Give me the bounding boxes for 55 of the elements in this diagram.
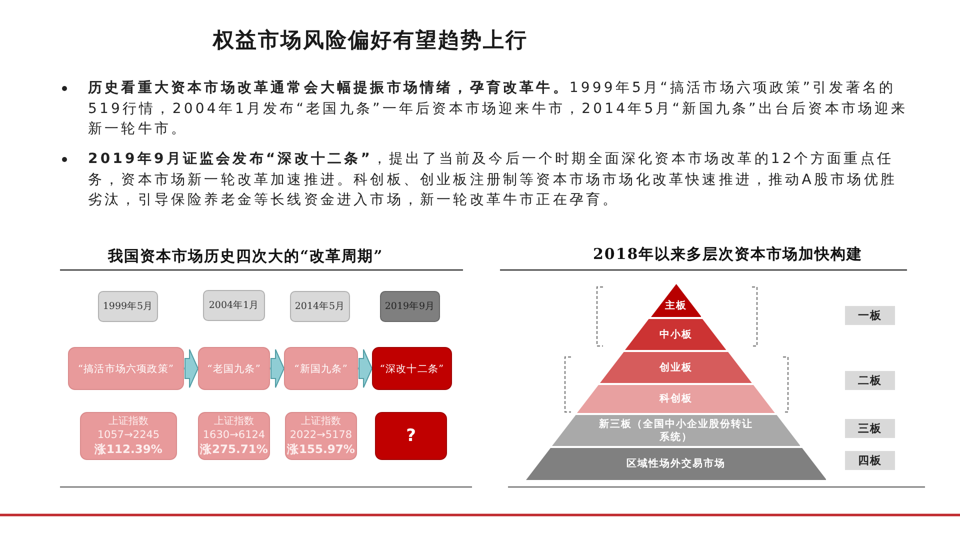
date-card: [380, 291, 440, 322]
date-text: 2004年1月: [208, 299, 260, 312]
bullet-text: 2019年9月证监会发布“深改十二条”，提出了当前及今后一个时期全面深化资本市场改革的12个方面重点任务，资本市场新一轮改革加速推进。科创板、创业板注册制等资本市场市场化改革快速推进，推动A股市场优胜劣汰，引导保险养老金等长线资金进入市场，新一轮改革牛市正在孕育。: [88, 150, 898, 210]
date-card: [290, 291, 350, 322]
date-text: 2019年9月: [384, 300, 436, 313]
pyramid-tier: [600, 352, 752, 383]
bullet-text: 历史看重大资本市场改革通常会大幅提振市场情绪，孕育改革牛。1999年5月“搞活市场六项政策”引发著名的519行情，2004年1月发布“老国九条”一年后资本市场迎来牛市，2014年5月“新国九条”出台后资本市场迎来新一轮牛市。: [88, 78, 909, 139]
policy-card: [198, 347, 270, 390]
date-text: 2014年5月: [294, 300, 346, 313]
tier-label: 科创板: [659, 392, 692, 406]
tier-label: 创业板: [659, 361, 692, 374]
policy-card: [68, 347, 184, 390]
policy-name: “搞活市场六项政策”: [78, 362, 174, 376]
board-label: 二板: [858, 373, 882, 388]
board-tag: [845, 419, 895, 438]
board-label: 一板: [858, 308, 882, 323]
index-range: 1057→2245: [97, 428, 160, 442]
board-label: 四板: [858, 453, 882, 468]
tier-label: 区域性场外交易市场: [626, 458, 726, 470]
tier-label: 主板: [664, 300, 687, 313]
chart-title: 我国资本市场历史四次大的“改革周期”: [108, 247, 384, 266]
index-name: 上证指数: [108, 415, 148, 428]
chart-title: 2018年以来多层次资本市场加快构建: [593, 245, 863, 264]
pyramid-tier: [650, 284, 702, 317]
board-tag: [845, 371, 895, 390]
question-mark: ?: [406, 426, 416, 446]
policy-card: [284, 347, 358, 390]
pyramid-tier: [577, 385, 775, 413]
index-change: 涨155.97%: [287, 442, 355, 457]
index-change: 涨112.39%: [94, 442, 162, 457]
index-name: 上证指数: [214, 415, 254, 428]
index-range: 1630→6124: [202, 428, 266, 442]
pyramid-tier: [526, 448, 826, 480]
policy-card: [372, 347, 452, 390]
index-card: [80, 412, 177, 460]
board-label: 三板: [858, 421, 882, 436]
policy-name: “新国九条”: [294, 362, 348, 376]
page-title: 权益市场风险偏好有望趋势上行: [213, 27, 528, 54]
date-card: [98, 291, 158, 322]
board-tag: [845, 451, 895, 470]
date-text: 1999年5月: [102, 300, 154, 313]
date-card: [203, 290, 265, 321]
policy-name: “老国九条”: [207, 362, 261, 376]
policy-name: “深改十二条”: [380, 362, 444, 376]
index-change: 涨275.71%: [200, 442, 268, 457]
index-card: [198, 412, 270, 460]
index-range: 2022→5178: [290, 428, 352, 442]
index-card: [375, 412, 447, 460]
index-card: [285, 412, 357, 460]
tier-label: 中小板: [659, 328, 692, 341]
board-tag: [845, 306, 895, 325]
pyramid-tier: [625, 319, 727, 350]
index-name: 上证指数: [301, 415, 341, 428]
pyramid-tier: [552, 415, 800, 446]
tier-label: 新三板（全国中小企业股份转让系统）: [598, 418, 754, 444]
